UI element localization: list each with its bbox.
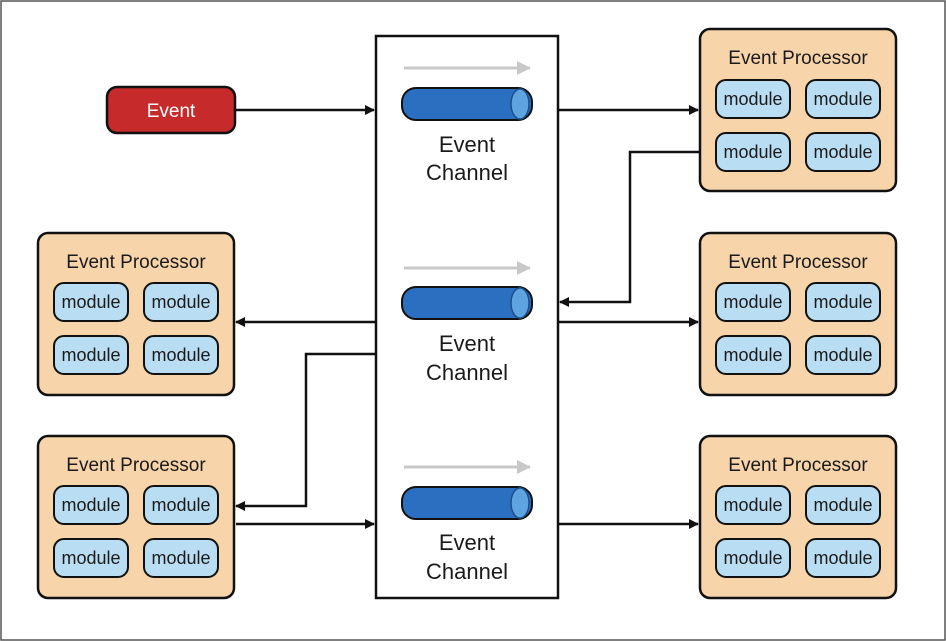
module: [805, 79, 881, 119]
processor-title: Event Processor: [728, 252, 868, 273]
event-label: Event: [147, 101, 196, 122]
channel-label-line1: Event: [439, 132, 495, 157]
module: [805, 132, 881, 172]
module-label: module: [723, 345, 782, 365]
module: [715, 79, 791, 119]
module: [715, 282, 791, 322]
module: [805, 485, 881, 525]
module-label: module: [61, 292, 120, 312]
event-channel-1: Event Channel: [401, 61, 533, 185]
module: [805, 335, 881, 375]
module: [805, 538, 881, 578]
event-processor-right-top: Event Processor module module module mod…: [698, 27, 898, 193]
module-label: module: [151, 548, 210, 568]
channel-pipe-end: [510, 287, 530, 319]
module-label: module: [61, 495, 120, 515]
processor-title: Event Processor: [66, 252, 206, 273]
module: [805, 282, 881, 322]
channel-label-line1: Event: [439, 331, 495, 356]
module: [53, 335, 129, 375]
channel-label-line2: Channel: [426, 160, 508, 185]
module-label: module: [151, 495, 210, 515]
channel-pipe-end: [510, 88, 530, 120]
module: [53, 538, 129, 578]
channel-pipe-end: [510, 487, 530, 519]
event-processor-left-middle: Event Processor module module module mod…: [36, 231, 236, 397]
processor-title: Event Processor: [728, 455, 868, 476]
event-channel-3: Event Channel: [401, 460, 533, 584]
module-label: module: [151, 292, 210, 312]
module-label: module: [813, 142, 872, 162]
module: [143, 485, 219, 525]
event-channel-2: Event Channel: [401, 261, 533, 385]
module-label: module: [813, 548, 872, 568]
module-label: module: [61, 548, 120, 568]
module: [715, 132, 791, 172]
module-label: module: [723, 292, 782, 312]
event-box: [105, 85, 237, 135]
module: [715, 335, 791, 375]
channel-pipe: [401, 486, 533, 520]
event-processor-right-middle: Event Processor module module module mod…: [698, 231, 898, 397]
module: [143, 282, 219, 322]
module-label: module: [813, 345, 872, 365]
channel-pipe: [401, 87, 533, 121]
event-source: Event: [105, 85, 237, 135]
channel-label-line2: Channel: [426, 360, 508, 385]
channel-label-line2: Channel: [426, 559, 508, 584]
module: [715, 485, 791, 525]
channel-pipe: [401, 286, 533, 320]
module-label: module: [813, 292, 872, 312]
channel-label-line1: Event: [439, 530, 495, 555]
module: [715, 538, 791, 578]
module-label: module: [61, 345, 120, 365]
processor-title: Event Processor: [728, 48, 868, 69]
module-label: module: [723, 142, 782, 162]
module-label: module: [723, 548, 782, 568]
module: [53, 485, 129, 525]
module-label: module: [151, 345, 210, 365]
edge-channel-2-to-processor-left-bottom: [235, 352, 376, 511]
module: [53, 282, 129, 322]
module-label: module: [813, 89, 872, 109]
processor-title: Event Processor: [66, 455, 206, 476]
module-label: module: [723, 89, 782, 109]
event-processor-right-bottom: Event Processor module module module mod…: [698, 434, 898, 600]
edge-processor-right-top-to-channel-2: [559, 150, 700, 307]
module-label: module: [723, 495, 782, 515]
module: [143, 538, 219, 578]
module-label: module: [813, 495, 872, 515]
event-processor-left-bottom: Event Processor module module module mod…: [36, 434, 236, 600]
module: [143, 335, 219, 375]
